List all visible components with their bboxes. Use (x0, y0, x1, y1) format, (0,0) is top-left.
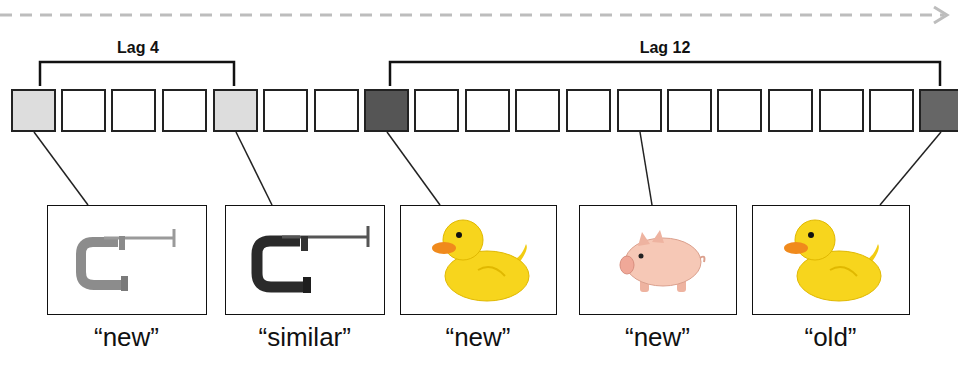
duck-picture (784, 220, 881, 301)
response-label: “new” (625, 322, 690, 353)
trial-square (163, 90, 206, 131)
leader-line (880, 132, 941, 205)
trial-square (618, 90, 661, 131)
response-label: “similar” (259, 322, 351, 353)
picture-frame (47, 205, 207, 315)
picture-frame (400, 205, 557, 315)
response-label: “new” (446, 322, 511, 353)
leader-line (34, 132, 88, 205)
trial-square (870, 90, 913, 131)
trial-square (365, 90, 408, 131)
leader-lines (34, 132, 941, 205)
leader-line (236, 132, 272, 205)
trial-square (466, 90, 509, 131)
lag-label: Lag 12 (637, 38, 694, 57)
lag-label: Lag 4 (114, 38, 162, 57)
trial-square (315, 90, 358, 131)
picture-frame (752, 205, 910, 315)
clamp-picture (257, 226, 368, 293)
picture-box: “similar” (225, 205, 385, 315)
trial-square (820, 90, 863, 131)
picture-frame (579, 205, 737, 315)
picture-box: “old” (752, 205, 910, 315)
trial-square (415, 90, 458, 131)
lag-bracket (390, 62, 940, 86)
picture-frame (225, 205, 385, 315)
pig-picture (620, 230, 705, 292)
picture-box: “new” (47, 205, 207, 315)
leader-line (387, 132, 440, 205)
trial-square (12, 90, 55, 131)
clamp-picture (81, 229, 174, 291)
trial-square (112, 90, 155, 131)
picture-box: “new” (579, 205, 737, 315)
trial-sequence (12, 90, 958, 131)
arrow-head (934, 7, 947, 23)
duck-picture (432, 220, 529, 301)
trial-square (264, 90, 307, 131)
trial-square (214, 90, 257, 131)
time-arrow (0, 14, 944, 17)
trial-square (668, 90, 711, 131)
picture-box: “new” (400, 205, 557, 315)
trial-square (769, 90, 812, 131)
lag-bracket (40, 62, 234, 86)
trial-square (516, 90, 559, 131)
trial-square (920, 90, 958, 131)
leader-line (640, 132, 652, 205)
trial-square (62, 90, 105, 131)
trial-square (567, 90, 610, 131)
trial-square (718, 90, 761, 131)
response-label: “old” (805, 322, 857, 353)
response-label: “new” (94, 322, 159, 353)
